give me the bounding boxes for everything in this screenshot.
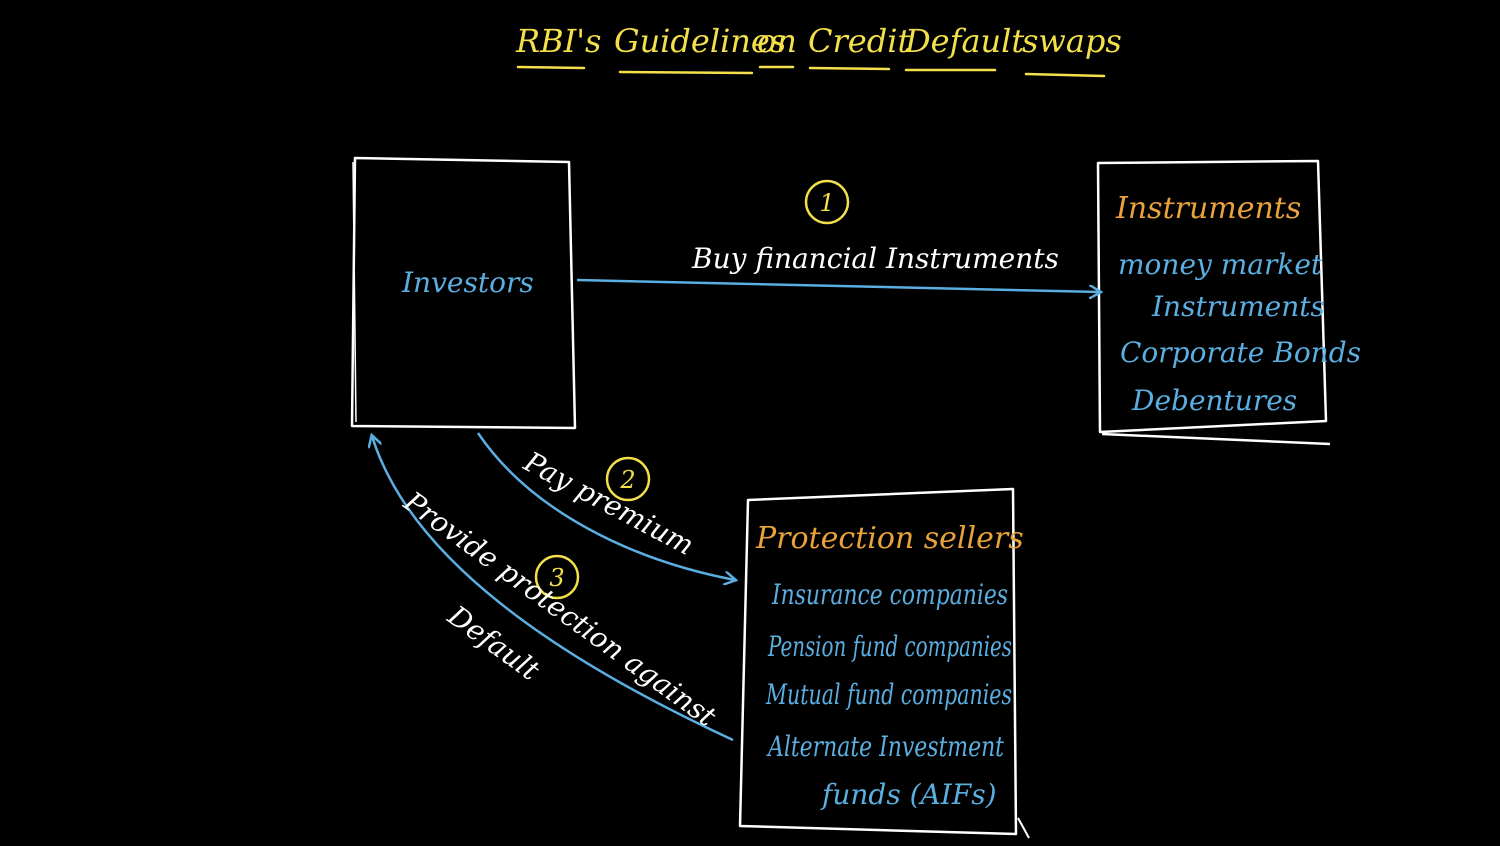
instruments-box bbox=[1096, 159, 1328, 434]
diagram-title: RBI's Guidelines on Credit Default swaps bbox=[515, 22, 1122, 78]
flow-3-label-line2: Default bbox=[441, 598, 546, 687]
instruments-node: Instruments money market Instruments Cor… bbox=[1096, 159, 1361, 446]
seller-item-1: Insurance companies bbox=[771, 578, 1008, 611]
protection-sellers-node: Protection sellers Insurance companies P… bbox=[738, 487, 1030, 839]
protection-sellers-box-sketch-line bbox=[1017, 817, 1030, 839]
title-underline-1 bbox=[516, 65, 586, 70]
title-underline-6 bbox=[1024, 72, 1106, 78]
flow-3-arrow bbox=[372, 436, 734, 742]
flow-2-step-circle bbox=[605, 456, 651, 502]
flow-1-step-circle bbox=[804, 179, 850, 225]
title-word-2: Guidelines bbox=[614, 22, 786, 60]
investors-box-sketch-line bbox=[352, 161, 357, 423]
investors-label: Investors bbox=[401, 266, 534, 299]
flow-1-label: Buy financial Instruments bbox=[691, 242, 1059, 275]
flow-1: 1 Buy financial Instruments bbox=[576, 179, 1100, 292]
title-underline-2 bbox=[618, 70, 754, 75]
instrument-item-3: Corporate Bonds bbox=[1120, 336, 1361, 369]
instrument-item-1: money market bbox=[1118, 248, 1323, 281]
instruments-heading: Instruments bbox=[1115, 191, 1301, 226]
flow-1-arrow bbox=[576, 278, 1100, 292]
flow-2-arrow bbox=[476, 432, 735, 580]
seller-item-4: Alternate Investment bbox=[766, 730, 1005, 763]
investors-node: Investors bbox=[350, 156, 577, 430]
flow-1-step-number: 1 bbox=[819, 189, 834, 217]
instrument-item-4: Debentures bbox=[1131, 384, 1297, 417]
flow-3-step-circle bbox=[534, 554, 580, 600]
protection-sellers-heading: Protection sellers bbox=[755, 521, 1024, 556]
investors-box bbox=[350, 156, 577, 430]
title-underlines bbox=[516, 65, 1106, 78]
title-word-5: Default bbox=[904, 22, 1024, 60]
seller-item-5: funds (AIFs) bbox=[820, 778, 997, 811]
title-word-6: swaps bbox=[1022, 22, 1122, 60]
title-word-4: Credit bbox=[808, 22, 910, 60]
protection-sellers-box bbox=[738, 487, 1018, 836]
title-underline-4 bbox=[808, 66, 891, 71]
protection-sellers-items: Insurance companies Pension fund compani… bbox=[765, 578, 1012, 763]
instrument-item-2: Instruments bbox=[1151, 290, 1325, 323]
seller-item-3: Mutual fund companies bbox=[765, 678, 1012, 711]
flow-2-step-number: 2 bbox=[619, 466, 635, 494]
title-word-3: on bbox=[757, 22, 797, 60]
title-word-1: RBI's bbox=[515, 22, 601, 60]
flow-3-step-number: 3 bbox=[549, 564, 564, 592]
instruments-box-sketch-line bbox=[1101, 432, 1331, 446]
flow-2-label: Pay premium bbox=[518, 445, 699, 562]
seller-item-2: Pension fund companies bbox=[767, 630, 1012, 663]
